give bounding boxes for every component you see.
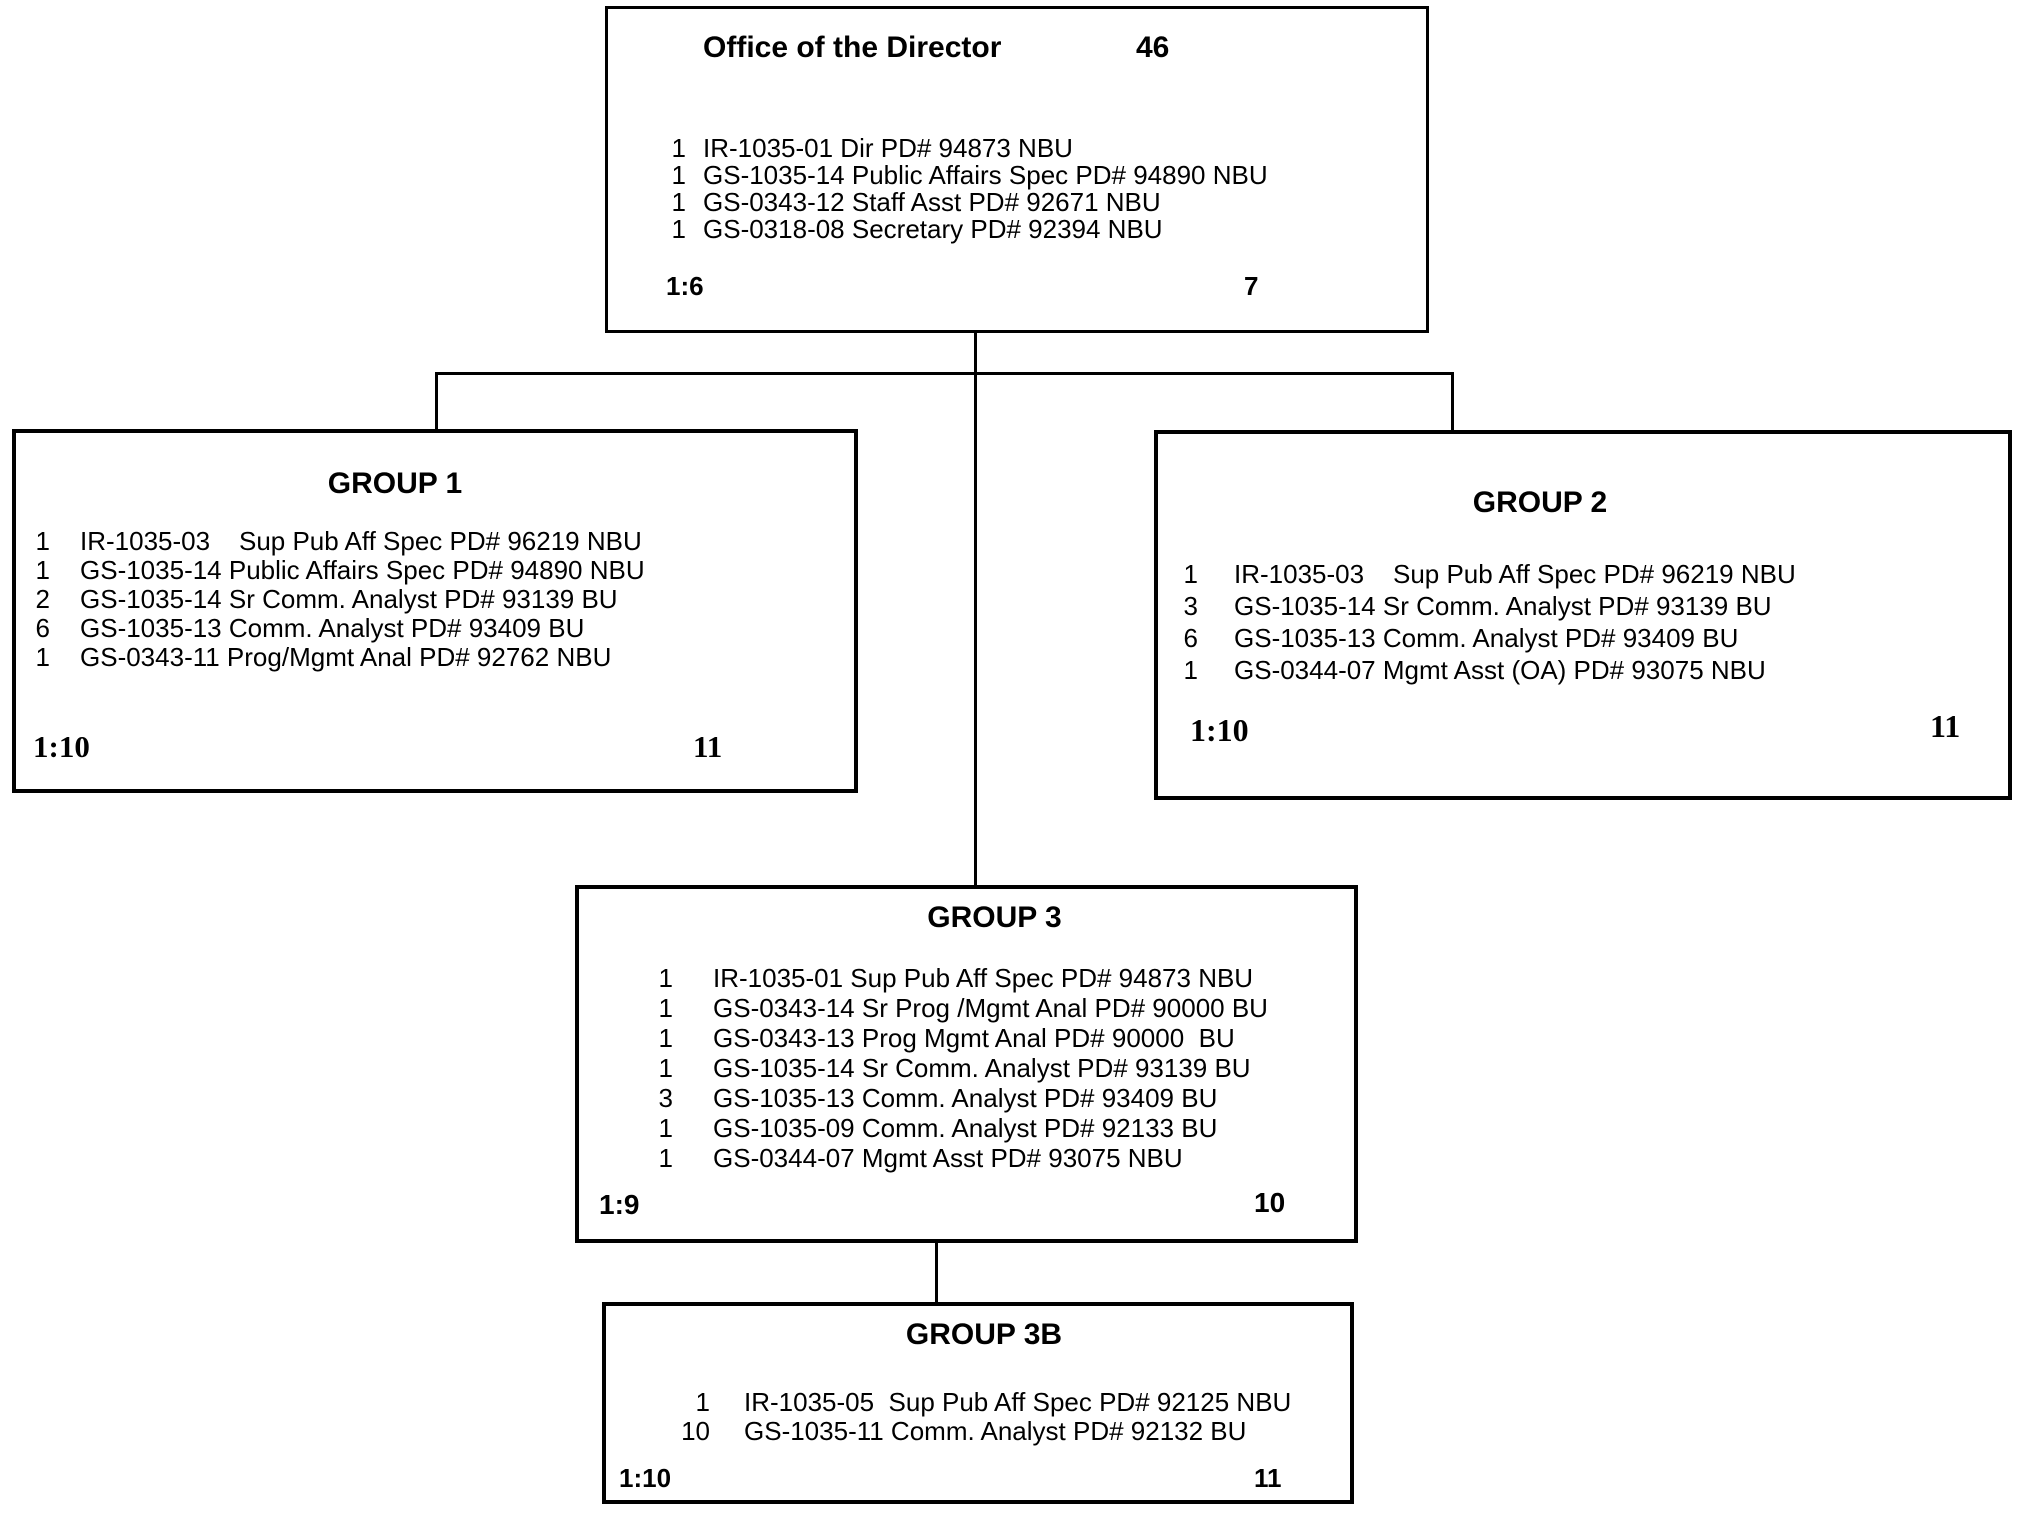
staff-count: 1 — [658, 1053, 673, 1083]
staff-count: 1 — [658, 993, 673, 1023]
staff-row: 1 IR-1035-03 Sup Pub Aff Spec PD# 96219 … — [1178, 558, 1796, 590]
staff-list: 1 IR-1035-03 Sup Pub Aff Spec PD# 96219 … — [1178, 558, 1796, 686]
staff-row: 1 GS-1035-14 Public Affairs Spec PD# 948… — [668, 162, 1268, 189]
staff-role: GS-1035-14 Sr Comm. Analyst PD# 93139 BU — [1234, 591, 1772, 621]
staff-row: 1 IR-1035-01 Dir PD# 94873 NBU — [668, 135, 1268, 162]
staff-list: 1 IR-1035-03 Sup Pub Aff Spec PD# 96219 … — [30, 527, 645, 672]
staff-role: GS-0343-14 Sr Prog /Mgmt Anal PD# 90000 … — [713, 993, 1268, 1023]
staff-count: 1 — [671, 187, 686, 217]
staff-count: 6 — [35, 613, 50, 643]
staff-row: 2 GS-1035-14 Sr Comm. Analyst PD# 93139 … — [30, 585, 645, 614]
staff-count: 1 — [35, 642, 50, 672]
staff-count: 3 — [658, 1083, 673, 1113]
connector-horizontal-split — [435, 372, 1454, 375]
staff-role: IR-1035-03 Sup Pub Aff Spec PD# 96219 NB… — [1234, 559, 1796, 589]
staff-row: 1 GS-0344-07 Mgmt Asst (OA) PD# 93075 NB… — [1178, 654, 1796, 686]
org-node-group1: GROUP 1 1 IR-1035-03 Sup Pub Aff Spec PD… — [12, 429, 858, 793]
staff-list: 1 IR-1035-05 Sup Pub Aff Spec PD# 92125 … — [676, 1388, 1291, 1446]
staff-row: 1 GS-0343-13 Prog Mgmt Anal PD# 90000 BU — [639, 1023, 1268, 1053]
supervisor-ratio: 1:6 — [666, 271, 704, 301]
staff-row: 1 GS-0344-07 Mgmt Asst PD# 93075 NBU — [639, 1143, 1268, 1173]
staff-role: GS-1035-09 Comm. Analyst PD# 92133 BU — [713, 1113, 1218, 1143]
staff-count: 1 — [658, 1023, 673, 1053]
node-title: Office of the Director — [703, 31, 1002, 64]
staff-row: 1 IR-1035-05 Sup Pub Aff Spec PD# 92125 … — [676, 1387, 1292, 1417]
connector-group3-to-group3b — [935, 1243, 938, 1302]
staff-count: 1 — [658, 1113, 673, 1143]
supervisor-ratio: 1:10 — [1190, 712, 1249, 748]
staff-role: IR-1035-01 Sup Pub Aff Spec PD# 94873 NB… — [713, 963, 1254, 993]
staff-role: GS-1035-14 Sr Comm. Analyst PD# 93139 BU — [80, 584, 618, 614]
staff-count: 1 — [35, 526, 50, 556]
staff-role: GS-1035-11 Comm. Analyst PD# 92132 BU — [744, 1416, 1247, 1446]
staff-role: IR-1035-01 Dir PD# 94873 NBU — [703, 133, 1073, 163]
staff-count: 1 — [671, 214, 686, 244]
staff-row: 1 GS-0343-12 Staff Asst PD# 92671 NBU — [668, 189, 1268, 216]
staff-row: 3 GS-1035-14 Sr Comm. Analyst PD# 93139 … — [1178, 590, 1796, 622]
staff-role: GS-1035-14 Public Affairs Spec PD# 94890… — [80, 555, 645, 585]
staff-row: 1 GS-0343-14 Sr Prog /Mgmt Anal PD# 9000… — [639, 993, 1268, 1023]
staff-role: GS-0318-08 Secretary PD# 92394 NBU — [703, 214, 1163, 244]
staff-role: GS-0344-07 Mgmt Asst PD# 93075 NBU — [713, 1143, 1183, 1173]
staff-count: 1 — [658, 963, 673, 993]
node-headcount: 46 — [1136, 31, 1170, 64]
connector-director-to-group3 — [974, 333, 977, 885]
connector-drop-group1 — [435, 372, 438, 429]
staff-row: 1 IR-1035-03 Sup Pub Aff Spec PD# 96219 … — [30, 527, 645, 556]
connector-drop-group2 — [1451, 372, 1454, 430]
node-total: 11 — [1254, 1463, 1282, 1493]
staff-row: 1 GS-1035-14 Public Affairs Spec PD# 948… — [30, 556, 645, 585]
staff-count: 10 — [681, 1416, 710, 1446]
staff-list: 1 IR-1035-01 Sup Pub Aff Spec PD# 94873 … — [639, 963, 1268, 1173]
staff-role: GS-0344-07 Mgmt Asst (OA) PD# 93075 NBU — [1234, 655, 1766, 685]
org-node-group3b: GROUP 3B 1 IR-1035-05 Sup Pub Aff Spec P… — [602, 1302, 1354, 1504]
node-title: GROUP 3 — [927, 901, 1062, 934]
staff-row: 1 IR-1035-01 Sup Pub Aff Spec PD# 94873 … — [639, 963, 1268, 993]
org-node-group2: GROUP 2 1 IR-1035-03 Sup Pub Aff Spec PD… — [1154, 430, 2012, 800]
staff-count: 6 — [1183, 623, 1198, 653]
staff-row: 3 GS-1035-13 Comm. Analyst PD# 93409 BU — [639, 1083, 1268, 1113]
staff-count: 1 — [1183, 655, 1198, 685]
node-total: 7 — [1244, 271, 1259, 301]
staff-role: GS-0343-11 Prog/Mgmt Anal PD# 92762 NBU — [80, 642, 612, 672]
staff-role: GS-0343-13 Prog Mgmt Anal PD# 90000 BU — [713, 1023, 1235, 1053]
staff-role: GS-0343-12 Staff Asst PD# 92671 NBU — [703, 187, 1161, 217]
node-total: 11 — [1930, 708, 1961, 744]
node-total: 10 — [1254, 1187, 1286, 1218]
staff-count: 1 — [671, 133, 686, 163]
staff-count: 2 — [35, 584, 50, 614]
supervisor-ratio: 1:10 — [33, 729, 90, 764]
staff-role: GS-1035-14 Sr Comm. Analyst PD# 93139 BU — [713, 1053, 1251, 1083]
staff-row: 1 GS-1035-14 Sr Comm. Analyst PD# 93139 … — [639, 1053, 1268, 1083]
node-title: GROUP 1 — [327, 467, 463, 500]
org-node-group3: GROUP 3 1 IR-1035-01 Sup Pub Aff Spec PD… — [575, 885, 1358, 1243]
staff-count: 1 — [671, 160, 686, 190]
staff-count: 1 — [35, 555, 50, 585]
staff-row: 6 GS-1035-13 Comm. Analyst PD# 93409 BU — [1178, 622, 1796, 654]
node-title: GROUP 3B — [905, 1318, 1063, 1351]
node-total: 11 — [693, 729, 723, 764]
staff-row: 6 GS-1035-13 Comm. Analyst PD# 93409 BU — [30, 614, 645, 643]
org-node-office-of-the-director: Office of the Director 46 1 IR-1035-01 D… — [605, 6, 1429, 333]
staff-role: IR-1035-05 Sup Pub Aff Spec PD# 92125 NB… — [744, 1387, 1292, 1417]
node-title: GROUP 2 — [1472, 486, 1608, 519]
staff-role: IR-1035-03 Sup Pub Aff Spec PD# 96219 NB… — [80, 526, 642, 556]
staff-row: 1 GS-0318-08 Secretary PD# 92394 NBU — [668, 216, 1268, 243]
supervisor-ratio: 1:10 — [619, 1463, 672, 1493]
staff-row: 10 GS-1035-11 Comm. Analyst PD# 92132 BU — [676, 1417, 1291, 1446]
staff-count: 1 — [658, 1143, 673, 1173]
supervisor-ratio: 1:9 — [599, 1189, 640, 1220]
staff-role: GS-1035-13 Comm. Analyst PD# 93409 BU — [1234, 623, 1739, 653]
staff-row: 1 GS-1035-09 Comm. Analyst PD# 92133 BU — [639, 1113, 1268, 1143]
staff-row: 1 GS-0343-11 Prog/Mgmt Anal PD# 92762 NB… — [30, 643, 645, 672]
staff-count: 1 — [1183, 559, 1198, 589]
staff-role: GS-1035-13 Comm. Analyst PD# 93409 BU — [713, 1083, 1218, 1113]
staff-role: GS-1035-14 Public Affairs Spec PD# 94890… — [703, 160, 1268, 190]
staff-count: 1 — [695, 1387, 710, 1417]
staff-list: 1 IR-1035-01 Dir PD# 94873 NBU 1 GS-1035… — [668, 135, 1268, 243]
staff-count: 3 — [1183, 591, 1198, 621]
staff-role: GS-1035-13 Comm. Analyst PD# 93409 BU — [80, 613, 585, 643]
